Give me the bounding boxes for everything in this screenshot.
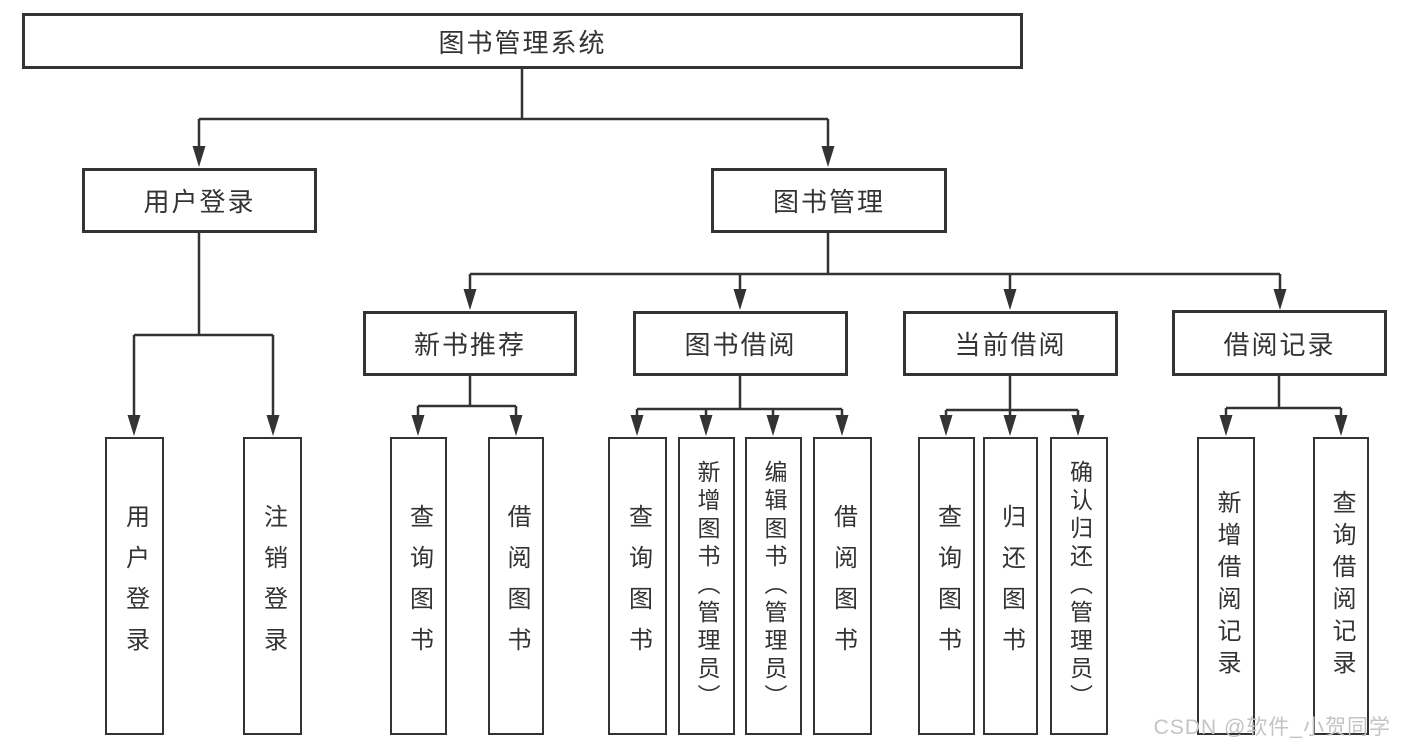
node-label: 新书推荐 — [413, 330, 526, 360]
leaf-add-borrow-record: 新增借阅记录 — [1197, 437, 1255, 735]
node-label: 借阅图书 — [503, 504, 530, 668]
node-label: 查询图书 — [624, 504, 652, 668]
leaf-add-books-admin: 新增图书（管理员） — [678, 437, 735, 735]
leaf-user-login: 用户登录 — [105, 437, 164, 735]
node-label: 图书管理系统 — [438, 27, 607, 58]
node-book-management-system: 图书管理系统 — [22, 13, 1023, 69]
node-label: 归还图书 — [997, 504, 1025, 668]
node-label: 确认归还（管理员） — [1066, 460, 1093, 712]
node-borrowing-records: 借阅记录 — [1172, 310, 1387, 376]
node-label: 新增借阅记录 — [1213, 490, 1240, 682]
leaf-borrow-books-newbook: 借阅图书 — [488, 437, 544, 735]
node-label: 图书借阅 — [684, 330, 797, 360]
node-label: 借阅记录 — [1223, 329, 1336, 360]
node-label: 用户登录 — [143, 187, 256, 217]
node-label: 图书管理 — [772, 187, 885, 217]
node-label: 查询图书 — [405, 504, 433, 668]
node-label: 注销登录 — [259, 504, 287, 668]
leaf-query-books-current: 查询图书 — [918, 437, 975, 735]
leaf-borrow-books-borrowing: 借阅图书 — [813, 437, 872, 735]
node-label: 编辑图书（管理员） — [761, 460, 787, 712]
node-label: 查询借阅记录 — [1328, 490, 1355, 682]
node-user-login: 用户登录 — [82, 168, 317, 233]
leaf-query-books-borrowing: 查询图书 — [608, 437, 667, 735]
node-current-borrowing: 当前借阅 — [903, 311, 1118, 376]
leaf-confirm-return-admin: 确认归还（管理员） — [1050, 437, 1108, 735]
leaf-query-borrow-record: 查询借阅记录 — [1313, 437, 1369, 735]
arrowheads — [127, 146, 1348, 436]
node-label: 借阅图书 — [829, 504, 857, 668]
leaf-query-books-newbook: 查询图书 — [390, 437, 447, 735]
node-label: 当前借阅 — [954, 330, 1067, 360]
node-label: 新增图书（管理员） — [694, 460, 720, 712]
leaf-return-books: 归还图书 — [983, 437, 1038, 735]
node-book-borrowing: 图书借阅 — [633, 311, 848, 376]
leaf-edit-books-admin: 编辑图书（管理员） — [745, 437, 802, 735]
node-label: 用户登录 — [121, 504, 149, 668]
watermark: CSDN @软件_小贺同学 — [1153, 716, 1391, 739]
leaf-logout: 注销登录 — [243, 437, 302, 735]
node-book-management: 图书管理 — [711, 168, 947, 233]
node-new-book-recommend: 新书推荐 — [363, 311, 577, 376]
node-label: 查询图书 — [933, 504, 961, 668]
